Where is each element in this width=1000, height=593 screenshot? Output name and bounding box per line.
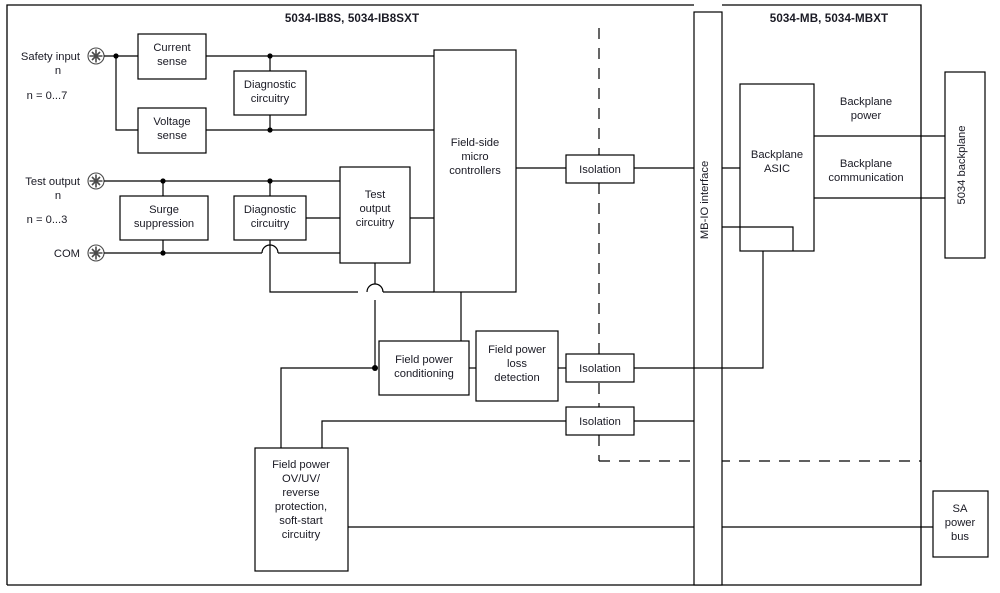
wire-com-bus (104, 240, 340, 256)
wire-safety-input-bus (104, 53, 138, 131)
fpp-line2: OV/UV/ (282, 473, 321, 485)
block-field-side-micro-controllers: Field-side micro controllers (433, 49, 517, 293)
voltage-sense-line2: sense (157, 130, 187, 142)
wire-fpp-to-isolation-3 (321, 420, 566, 448)
wire-testout-drop (366, 263, 384, 371)
test-output-label-line3: n = 0...3 (27, 214, 68, 226)
block-field-power-protection: Field power OV/UV/ reverse protection, s… (254, 447, 349, 572)
surge-line1: Surge (149, 204, 179, 216)
safety-input-label-line2: n (55, 65, 61, 77)
asic-line1: Backplane (751, 149, 803, 161)
screw-terminal-icon-safety-input (87, 47, 105, 65)
diag1-line1: Diagnostic (244, 79, 297, 91)
block-mb-io-interface: MB-IO interface (693, 11, 723, 586)
block-surge-suppression: Surge suppression (119, 195, 209, 241)
block-backplane-asic: Backplane ASIC (739, 83, 815, 252)
fpl-line1: Field power (488, 344, 546, 356)
fpl-line3: detection (494, 372, 539, 384)
wire-sense-to-micro (206, 53, 434, 133)
backplane-comm-label-line2: communication (828, 172, 903, 184)
fpp-line1: Field power (272, 459, 330, 471)
backplane-5034-label: 5034 backplane (956, 125, 968, 204)
fpp-line4: protection, (275, 501, 327, 513)
current-sense-line2: sense (157, 56, 187, 68)
header-right-title: 5034-MB, 5034-MBXT (770, 12, 888, 25)
fpl-line2: loss (507, 358, 527, 370)
block-field-power-conditioning: Field power conditioning (378, 340, 470, 396)
block-isolation-3: Isolation (565, 406, 635, 436)
sa-line3: bus (951, 531, 969, 543)
com-label: COM (54, 248, 80, 260)
iso3-label: Isolation (579, 416, 621, 428)
micro-line3: controllers (449, 165, 501, 177)
mbio-label: MB-IO interface (699, 161, 711, 239)
backplane-comm-label-line1: Backplane (840, 158, 892, 170)
asic-line2: ASIC (764, 163, 790, 175)
wire-diag2-drop (269, 240, 358, 293)
diag2-line1: Diagnostic (244, 204, 297, 216)
surge-line2: suppression (134, 218, 194, 230)
testout-line1: Test (365, 189, 386, 201)
fpc-line1: Field power (395, 354, 453, 366)
wire-fpp-to-fpc-node (280, 367, 375, 448)
fpp-line3: reverse (282, 487, 319, 499)
testout-line3: circuitry (356, 217, 395, 229)
test-output-label-line1: Test output (25, 176, 81, 188)
diag2-line2: circuitry (251, 218, 290, 230)
backplane-power-label-line1: Backplane (840, 96, 892, 108)
voltage-sense-line1: Voltage (153, 116, 190, 128)
current-sense-line1: Current (153, 42, 191, 54)
fpc-line2: conditioning (394, 368, 454, 380)
diag1-line2: circuitry (251, 93, 290, 105)
screw-terminal-icon-com (87, 244, 105, 262)
fpp-line5: soft-start (279, 515, 323, 527)
header-left-title: 5034-IB8S, 5034-IB8SXT (285, 12, 419, 25)
wire-asic-bottom-legs (694, 226, 794, 369)
block-voltage-sense: Voltage sense (137, 107, 207, 154)
sa-line2: power (945, 517, 976, 529)
test-output-label-line2: n (55, 190, 61, 202)
safety-input-label-line3: n = 0...7 (27, 90, 68, 102)
block-field-power-loss-detection: Field power loss detection (475, 330, 559, 402)
block-diagnostic-circuitry-2: Diagnostic circuitry (233, 195, 307, 241)
testout-line2: output (359, 203, 391, 215)
screw-terminal-icon-test-output (87, 172, 105, 190)
safety-input-label-line1: Safety input (21, 51, 81, 63)
micro-line2: micro (461, 151, 488, 163)
fpp-line6: circuitry (282, 529, 321, 541)
diagram-outer-border (6, 4, 922, 586)
block-sa-power-bus: SA power bus (932, 490, 989, 558)
isolation-barrier-dashed (598, 28, 921, 462)
block-diagnostic-circuitry-1: Diagnostic circuitry (233, 70, 307, 116)
wire-test-output-bus (104, 178, 340, 196)
block-test-output-circuitry: Test output circuitry (339, 166, 411, 264)
micro-line1: Field-side (451, 137, 500, 149)
sa-line1: SA (953, 503, 968, 515)
iso1-label: Isolation (579, 164, 621, 176)
block-isolation-1: Isolation (565, 154, 635, 184)
block-5034-backplane: 5034 backplane (944, 71, 986, 259)
iso2-label: Isolation (579, 363, 621, 375)
block-isolation-2: Isolation (565, 353, 635, 383)
block-current-sense: Current sense (137, 33, 207, 80)
backplane-power-label-line2: power (851, 110, 882, 122)
